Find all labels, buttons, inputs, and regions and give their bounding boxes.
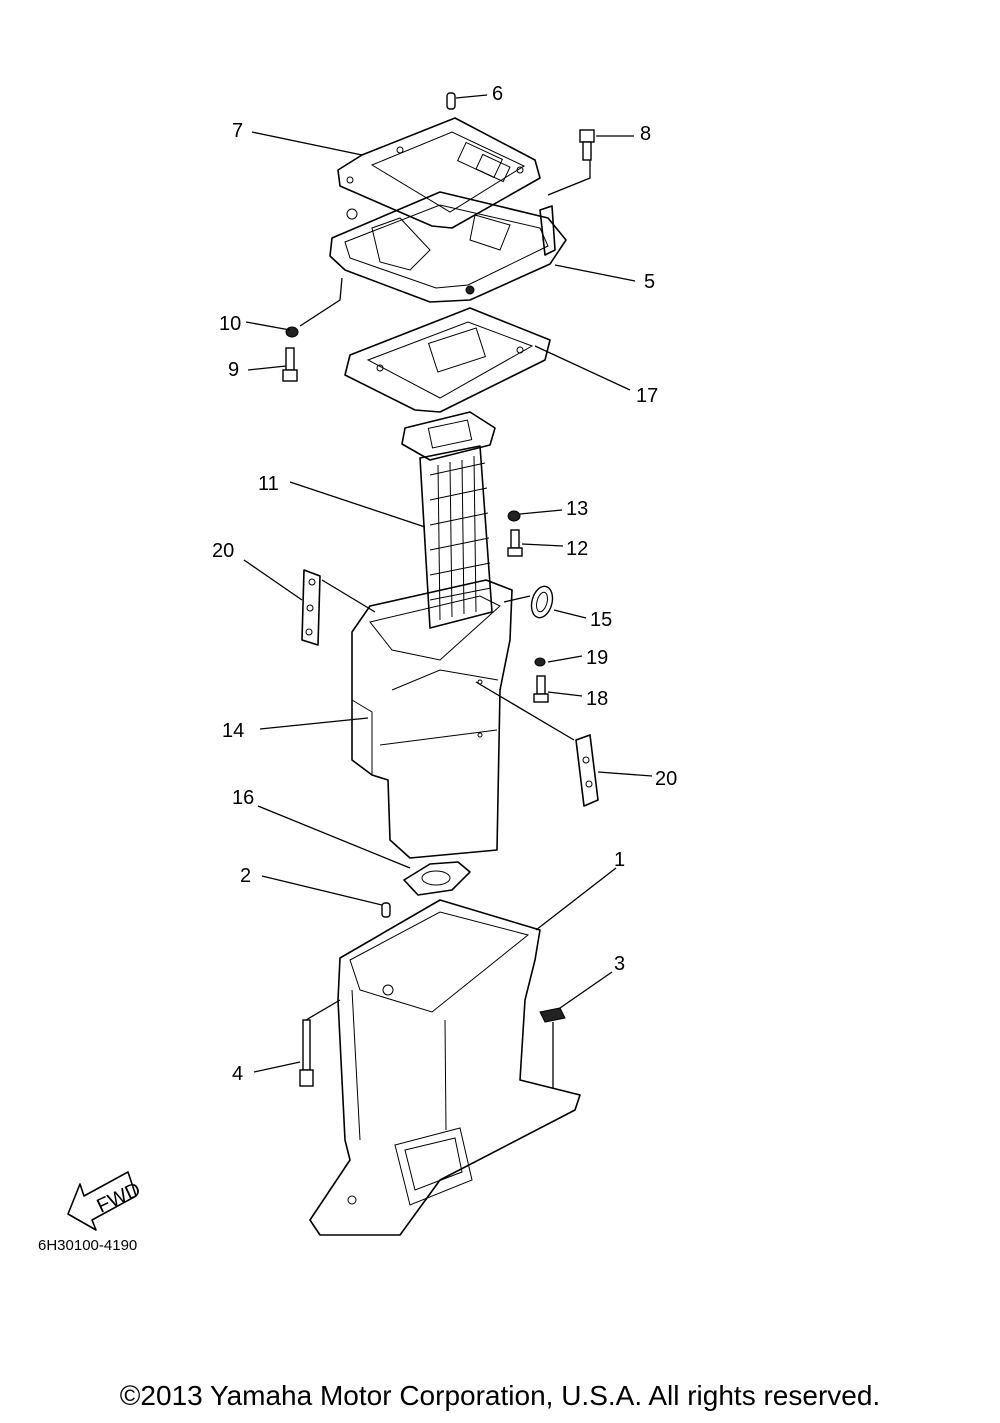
part-3-anode — [539, 1007, 566, 1023]
part-19-washer — [534, 657, 546, 667]
part-20-seal-right — [575, 734, 599, 807]
part-2-dowel-pin — [381, 902, 391, 918]
part-5-exhaust-plate — [329, 191, 567, 303]
part-10-washer — [285, 326, 299, 338]
part-4-bolt — [299, 1019, 314, 1087]
callout-labels: 1 2 3 4 5 6 7 8 9 10 11 12 13 14 15 16 1… — [212, 83, 677, 1085]
callout-14: 14 — [222, 720, 244, 742]
part-7-gasket — [337, 117, 541, 229]
copyright-notice: ©2013 Yamaha Motor Corporation, U.S.A. A… — [119, 1380, 881, 1411]
fwd-arrow-icon: FWD — [67, 1171, 145, 1231]
fwd-label: FWD — [94, 1179, 145, 1218]
part-8-bolt — [579, 129, 595, 161]
callout-8: 8 — [640, 123, 651, 145]
callout-6: 6 — [492, 83, 503, 105]
callout-19: 19 — [586, 647, 608, 669]
part-14-upper-casing — [351, 579, 513, 859]
callout-3: 3 — [614, 953, 625, 975]
leader-lines — [243, 94, 653, 1088]
callout-4: 4 — [232, 1063, 243, 1085]
callout-13: 13 — [566, 498, 588, 520]
part-16-seal — [403, 861, 471, 896]
diagram-reference-code: 6H30100-4190 — [38, 1237, 138, 1254]
callout-15: 15 — [590, 609, 612, 631]
callout-11: 11 — [258, 473, 279, 495]
part-17-gasket — [344, 307, 551, 413]
part-12-bolt — [507, 529, 523, 557]
callout-20-right: 20 — [655, 768, 677, 790]
callout-18: 18 — [586, 688, 608, 710]
callout-9: 9 — [228, 359, 239, 381]
callout-1: 1 — [614, 849, 625, 871]
part-6-dowel-pin — [446, 92, 456, 110]
callout-10: 10 — [219, 313, 241, 335]
part-13-washer — [507, 510, 521, 522]
callout-17: 17 — [636, 385, 658, 407]
part-15-grommet — [530, 585, 554, 619]
callout-5: 5 — [644, 271, 655, 293]
part-9-bolt — [282, 347, 298, 382]
part-18-bolt — [533, 675, 549, 703]
part-20-seal-left — [301, 569, 321, 646]
callout-7: 7 — [232, 120, 243, 142]
callout-12: 12 — [566, 538, 588, 560]
part-1-lower-casing — [309, 899, 581, 1236]
part-11-exhaust-pipe — [401, 411, 496, 629]
callout-2: 2 — [240, 865, 251, 887]
callout-16: 16 — [232, 787, 254, 809]
callout-20-left: 20 — [212, 540, 234, 562]
